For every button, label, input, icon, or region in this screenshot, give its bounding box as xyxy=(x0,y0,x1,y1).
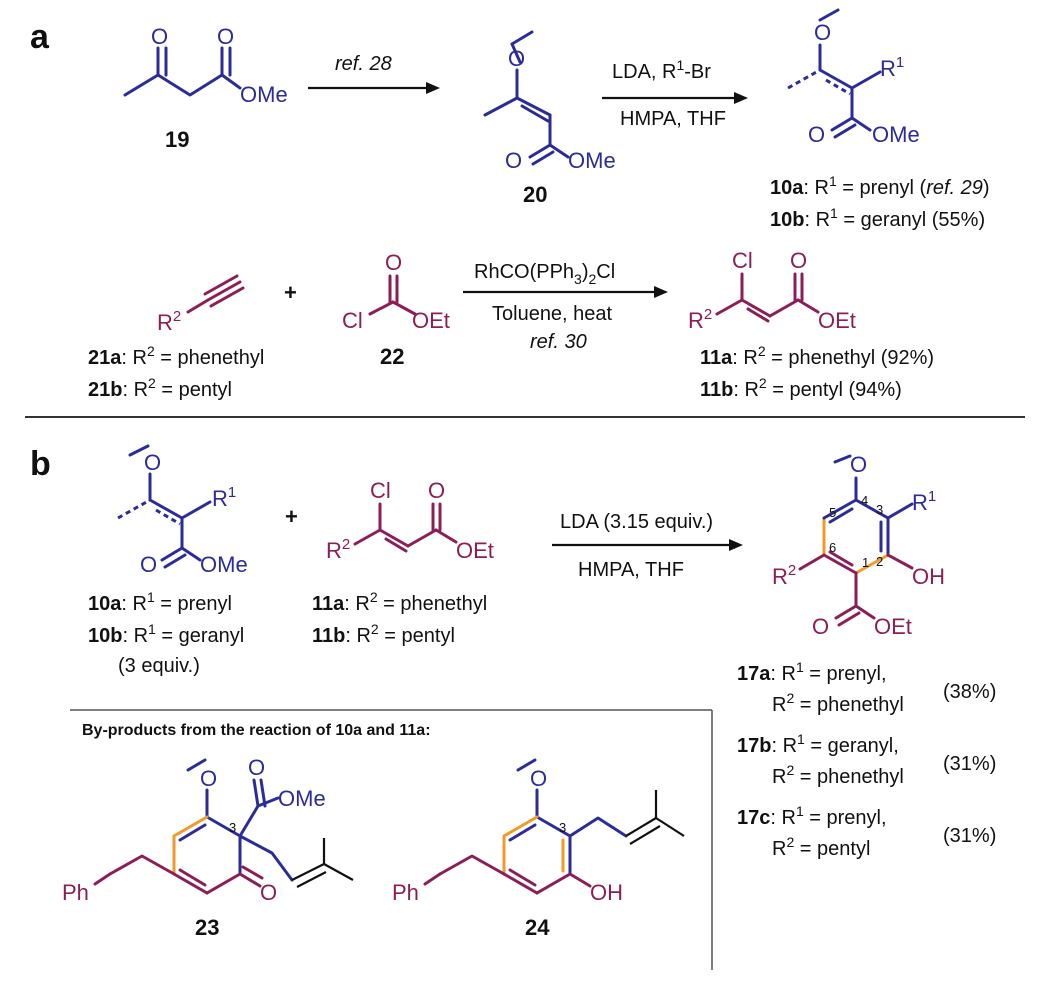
product-17b-line2: R2 = phenethyl xyxy=(772,762,904,788)
svg-text:R2: R2 xyxy=(688,306,712,333)
svg-text:1: 1 xyxy=(862,555,869,570)
svg-text:Ph: Ph xyxy=(62,880,89,905)
svg-text:O: O xyxy=(428,478,445,503)
equiv-note: (3 equiv.) xyxy=(118,655,200,677)
panel-b-conditions-bottom: HMPA, THF xyxy=(578,559,684,581)
svg-text:OEt: OEt xyxy=(818,308,856,333)
svg-text:O: O xyxy=(260,880,277,905)
byproducts-title: By-products from the reaction of 10a and… xyxy=(82,722,431,739)
reactant-10a-line: 10a: R1 = prenyl xyxy=(88,589,232,615)
svg-text:O: O xyxy=(812,614,829,639)
product-17a-line1: 17a: R1 = prenyl, xyxy=(737,659,887,685)
compound-22-label: 22 xyxy=(380,344,404,369)
svg-text:R2: R2 xyxy=(326,536,350,563)
svg-text:OH: OH xyxy=(912,564,945,589)
svg-text:3: 3 xyxy=(876,502,883,517)
svg-text:3: 3 xyxy=(559,820,566,835)
product-17c-yield: (31%) xyxy=(943,825,996,847)
svg-text:3: 3 xyxy=(229,820,236,835)
svg-text:OEt: OEt xyxy=(456,538,494,563)
svg-text:O: O xyxy=(200,766,217,791)
svg-text:R2: R2 xyxy=(157,308,181,335)
step3-conditions-mid: Toluene, heat xyxy=(492,303,613,325)
svg-text:O: O xyxy=(151,24,168,49)
svg-text:O: O xyxy=(217,24,234,49)
panel-b-conditions-top: LDA (3.15 equiv.) xyxy=(560,511,713,533)
plus-a: + xyxy=(284,280,297,305)
svg-text:O: O xyxy=(385,250,402,275)
svg-text:OMe: OMe xyxy=(278,786,326,811)
reactant-11-structure: Cl R2 O OEt xyxy=(326,478,494,563)
svg-text:R1: R1 xyxy=(912,488,936,515)
svg-text:OMe: OMe xyxy=(240,82,288,107)
svg-text:O: O xyxy=(530,766,547,791)
reactant-11a-line: 11a: R2 = phenethyl xyxy=(312,589,487,615)
compound-10-structure: O R1 O OMe xyxy=(787,8,920,147)
svg-text:R1: R1 xyxy=(880,54,904,81)
reactant-11b-line: 11b: R2 = pentyl xyxy=(312,621,455,647)
svg-text:R2: R2 xyxy=(772,562,796,589)
svg-text:O: O xyxy=(850,452,867,477)
svg-text:O: O xyxy=(140,552,157,577)
svg-text:OMe: OMe xyxy=(200,552,248,577)
product-17c-line2: R2 = pentyl xyxy=(772,834,870,860)
svg-text:5: 5 xyxy=(829,505,836,520)
compound-21b-line: 21b: R2 = pentyl xyxy=(88,375,232,401)
compound-11-structure: Cl R2 O OEt xyxy=(688,248,856,333)
reactant-10b-line: 10b: R1 = geranyl xyxy=(88,621,244,647)
svg-text:O: O xyxy=(248,755,265,780)
byproduct-24-structure: O OH 3 Ph xyxy=(392,758,685,905)
svg-text:4: 4 xyxy=(861,493,868,508)
compound-21-structure: R2 xyxy=(157,274,245,335)
svg-text:Cl: Cl xyxy=(370,478,391,503)
step3-conditions-ref: ref. 30 xyxy=(530,331,587,353)
compound-20-label: 20 xyxy=(523,182,547,207)
product-11a-line: 11a: R2 = phenethyl (92%) xyxy=(700,343,934,369)
product-11b-line: 11b: R2 = pentyl (94%) xyxy=(700,375,902,401)
svg-text:OH: OH xyxy=(590,880,623,905)
svg-text:OMe: OMe xyxy=(568,148,616,173)
panel-b-label: b xyxy=(30,445,51,483)
svg-text:O: O xyxy=(508,46,525,71)
svg-text:O: O xyxy=(790,248,807,273)
svg-text:R1: R1 xyxy=(212,484,236,511)
compound-22-structure: O Cl OEt xyxy=(342,250,450,333)
svg-text:2: 2 xyxy=(876,554,883,569)
plus-b: + xyxy=(285,504,298,529)
product-17b-yield: (31%) xyxy=(943,753,996,775)
svg-text:OMe: OMe xyxy=(872,122,920,147)
product-17c-line1: 17c: R1 = prenyl, xyxy=(737,803,887,829)
compound-19-structure: O O OMe xyxy=(123,24,288,107)
step2-conditions-bottom: HMPA, THF xyxy=(620,108,726,130)
svg-text:Ph: Ph xyxy=(392,880,419,905)
svg-text:Cl: Cl xyxy=(342,308,363,333)
step1-conditions: ref. 28 xyxy=(335,53,392,75)
panel-a-label: a xyxy=(30,18,50,56)
svg-text:6: 6 xyxy=(829,540,836,555)
step2-conditions-top: LDA, R1-Br xyxy=(612,57,711,83)
svg-text:OEt: OEt xyxy=(874,614,912,639)
compound-21a-line: 21a: R2 = phenethyl xyxy=(88,343,264,369)
compound-19-label: 19 xyxy=(165,127,189,152)
step3-conditions-top: RhCO(PPh3)2Cl xyxy=(474,261,615,287)
byproduct-23-label: 23 xyxy=(195,915,219,940)
product-17b-line1: 17b: R1 = geranyl, xyxy=(737,731,899,757)
byproduct-23-structure: O O 3 O OMe Ph xyxy=(62,755,354,905)
product-17a-line2: R2 = phenethyl xyxy=(772,690,904,716)
svg-text:O: O xyxy=(505,148,522,173)
svg-text:O: O xyxy=(144,450,161,475)
svg-text:OEt: OEt xyxy=(412,308,450,333)
byproduct-24-label: 24 xyxy=(525,915,550,940)
product-17-structure: O R1 OH R2 O OEt 4 3 2 1 6 5 xyxy=(772,452,945,639)
reactant-10-structure: O R1 O OMe xyxy=(117,444,248,577)
svg-text:Cl: Cl xyxy=(732,248,753,273)
product-10a-line: 10a: R1 = prenyl (ref. 29) xyxy=(770,173,990,199)
product-17a-yield: (38%) xyxy=(943,681,996,703)
svg-text:O: O xyxy=(814,20,831,45)
product-10b-line: 10b: R1 = geranyl (55%) xyxy=(770,205,985,231)
compound-20-structure: O O OMe xyxy=(483,30,616,173)
svg-text:O: O xyxy=(808,122,825,147)
